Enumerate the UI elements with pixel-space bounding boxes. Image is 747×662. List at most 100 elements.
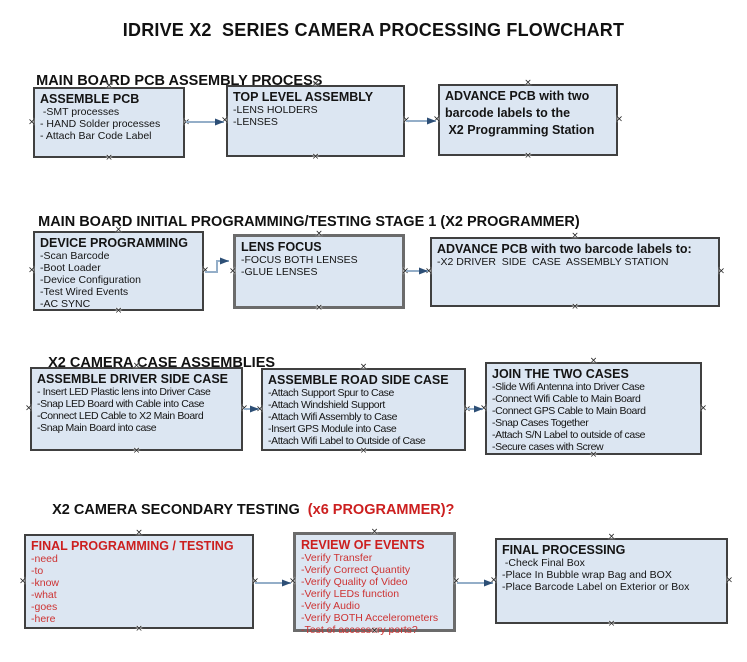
box-item: -know	[31, 577, 60, 589]
connection-handle-icon: ×	[615, 114, 623, 125]
section-heading-text: MAIN BOARD INITIAL PROGRAMMING/TESTING S…	[38, 214, 580, 230]
connection-handle-icon: ×	[524, 78, 532, 88]
box-item: -Scan Barcode	[40, 250, 110, 262]
connection-handle-icon: ×	[480, 403, 488, 413]
connection-handle-icon: ×	[132, 446, 141, 456]
box-item: -Slide Wifi Antenna into Driver Case	[492, 381, 645, 393]
box-item: -Check Final Box	[502, 557, 585, 569]
box-item: -Attach Windshield Support	[268, 399, 385, 411]
box-review-of-events: REVIEW OF EVENTS -Verify Transfer -Verif…	[289, 528, 460, 637]
box-item: -Verify Transfer	[301, 552, 373, 564]
box-item: -Connect GPS Cable to Main Board	[492, 405, 646, 417]
box-item: barcode labels to the	[445, 106, 571, 120]
box-item: -Test of accessory ports?	[301, 624, 418, 636]
box-title: ADVANCE PCB with two barcode labels to:	[437, 242, 692, 256]
box-top-level-assembly: TOP LEVEL ASSEMBLY -LENS HOLDERS -LENSES…	[221, 80, 410, 162]
connection-handle-icon: ×	[607, 619, 616, 629]
connection-handle-icon: ×	[589, 356, 598, 366]
box-item: -Verify Quality of Video	[301, 576, 408, 588]
connection-handle-icon: ×	[452, 576, 460, 587]
connection-handle-icon: ×	[524, 151, 532, 161]
connection-handle-icon: ×	[201, 265, 209, 276]
connection-handle-icon: ×	[463, 404, 471, 414]
box-title: ASSEMBLE DRIVER SIDE CASE	[37, 372, 229, 386]
connection-handle-icon: ×	[229, 266, 237, 276]
section-heading-red-text: (x6 PROGRAMMER)?	[307, 502, 455, 518]
connection-handle-icon: ×	[699, 403, 707, 413]
box-assemble-driver-side-case: ASSEMBLE DRIVER SIDE CASE - Insert LED P…	[25, 362, 248, 456]
connection-handle-icon: ×	[571, 302, 579, 312]
box-advance-pcb-to-programming-station: ADVANCE PCB with two barcode labels to t…	[433, 79, 623, 161]
box-title: TOP LEVEL ASSEMBLY	[233, 90, 374, 104]
box-title: FINAL PROGRAMMING / TESTING	[31, 539, 234, 553]
connection-handle-icon: ×	[433, 114, 441, 125]
box-item: -need	[31, 553, 58, 565]
box-item: X2 Programming Station	[445, 123, 595, 137]
connection-handle-icon: ×	[402, 115, 410, 126]
connection-handle-icon: ×	[717, 266, 725, 277]
connection-handle-icon: ×	[490, 575, 498, 586]
box-item: -Secure cases with Screw	[492, 441, 604, 453]
box-item: -Place Barcode Label on Exterior or Box	[502, 581, 690, 593]
connection-handle-icon: ×	[221, 115, 229, 126]
connection-handle-icon: ×	[182, 117, 190, 127]
box-title: JOIN THE TWO CASES	[492, 367, 629, 381]
connection-handle-icon: ×	[135, 624, 143, 634]
box-item: -Place In Bubble wrap Bag and BOX	[502, 569, 672, 581]
box-join-the-two-cases: JOIN THE TWO CASES -Slide Wifi Antenna i…	[480, 357, 707, 460]
connection-handle-icon: ×	[311, 152, 320, 162]
connection-handle-icon: ×	[256, 404, 264, 414]
box-title: REVIEW OF EVENTS	[301, 538, 425, 552]
connection-handle-icon: ×	[289, 576, 297, 587]
box-title: FINAL PROCESSING	[502, 543, 626, 557]
box-item: -Snap LED Board with Cable into Case	[37, 398, 205, 410]
connection-handle-icon: ×	[240, 403, 248, 414]
box-item: -Test Wired Events	[40, 286, 129, 298]
box-item: -Device Configuration	[40, 274, 141, 286]
box-item: -X2 DRIVER SIDE CASE ASSEMBLY STATION	[437, 256, 669, 268]
box-item: -goes	[31, 601, 58, 613]
box-item: ADVANCE PCB with two	[445, 89, 590, 103]
connection-handle-icon: ×	[25, 403, 33, 414]
box-lens-focus: LENS FOCUS -FOCUS BOTH LENSES -GLUE LENS…	[229, 230, 409, 313]
box-final-programming-testing: FINAL PROGRAMMING / TESTING -need -to -k…	[19, 529, 259, 634]
box-item: -LENS HOLDERS	[233, 104, 318, 116]
box-device-programming: DEVICE PROGRAMMING -Scan Barcode -Boot L…	[28, 226, 209, 316]
connection-handle-icon: ×	[251, 576, 259, 586]
box-item: -FOCUS BOTH LENSES	[241, 254, 358, 266]
section-heading-text: X2 CAMERA SECONDARY TESTING	[52, 502, 308, 518]
connection-handle-icon: ×	[359, 362, 368, 372]
section-heading-initial-programming: MAIN BOARD INITIAL PROGRAMMING/TESTING S…	[22, 198, 580, 246]
box-item: -Connect Wifi Cable to Main Board	[492, 393, 641, 405]
box-item: -Insert GPS Module into Case	[268, 423, 397, 435]
box-item: -Attach Wifi Assembly to Case	[268, 411, 398, 423]
connection-handle-icon: ×	[28, 117, 36, 127]
box-item: -Connect LED Cable to X2 Main Board	[37, 410, 204, 422]
box-item: -Snap Cases Together	[492, 417, 589, 429]
box-item: -AC SYNC	[40, 298, 91, 310]
box-item: -GLUE LENSES	[241, 266, 318, 278]
connection-handle-icon: ×	[401, 266, 409, 276]
box-item: -Verify BOTH Accelerometers	[301, 612, 439, 624]
box-final-processing: FINAL PROCESSING -Check Final Box -Place…	[490, 533, 733, 629]
box-item: -Snap Main Board into case	[37, 422, 157, 434]
box-item: -Attach Support Spur to Case	[268, 387, 394, 399]
box-item: - Insert LED Plastic lens into Driver Ca…	[37, 386, 211, 398]
flow-arrow-device-to-lensfocus	[205, 257, 229, 273]
connection-handle-icon: ×	[425, 266, 433, 277]
connection-handle-icon: ×	[105, 153, 113, 163]
connection-handle-icon: ×	[607, 532, 616, 542]
box-item: -LENSES	[233, 116, 278, 128]
box-item: - Attach Bar Code Label	[40, 130, 152, 142]
connection-handle-icon: ×	[28, 265, 36, 276]
box-item: -Boot Loader	[40, 262, 101, 274]
box-item: -to	[31, 565, 44, 577]
connection-handle-icon: ×	[19, 576, 27, 586]
box-item: -Verify Correct Quantity	[301, 564, 411, 576]
box-title: DEVICE PROGRAMMING	[40, 236, 188, 250]
box-item: -what	[31, 589, 57, 601]
box-item: - HAND Solder processes	[40, 118, 161, 130]
box-item: -Attach Wifi Label to Outside of Case	[268, 435, 426, 447]
box-item: -Verify LEDs function	[301, 588, 400, 600]
